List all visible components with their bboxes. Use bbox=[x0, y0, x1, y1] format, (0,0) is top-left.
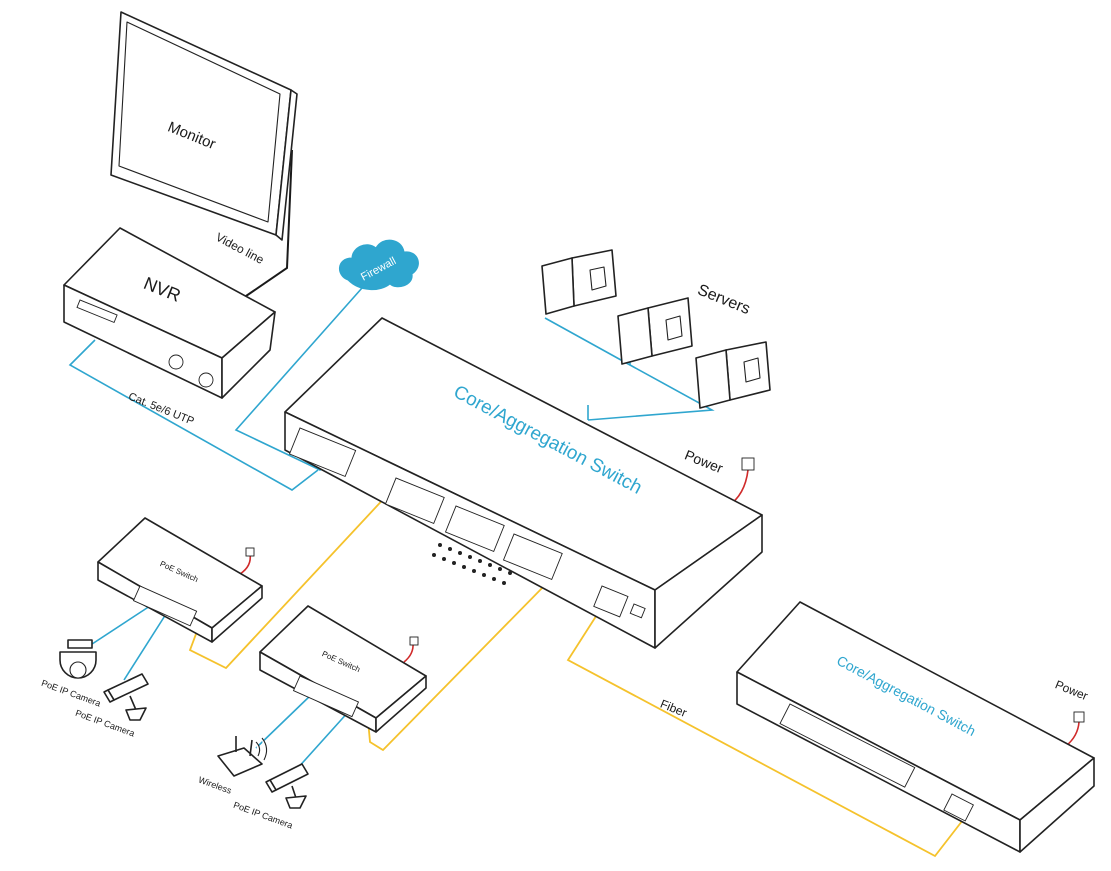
camera-1-cable bbox=[85, 605, 151, 649]
poe-switch-1-uplink bbox=[188, 491, 391, 670]
server-3 bbox=[695, 341, 771, 409]
power-cord-poe-1 bbox=[239, 553, 252, 575]
nvr-disk-slot bbox=[76, 299, 118, 323]
core-switch-second-uplink-ports bbox=[943, 793, 974, 822]
poe-switch-2-uplink bbox=[367, 581, 549, 752]
power-cord-poe-2 bbox=[403, 642, 414, 663]
server-1 bbox=[541, 249, 617, 315]
power-cord-second bbox=[1065, 721, 1080, 747]
poe-switch-1-ports bbox=[132, 585, 198, 627]
poe-bullet-camera-2 bbox=[265, 763, 309, 809]
power-outlet-main bbox=[741, 457, 755, 471]
video-line-label: Video line bbox=[213, 230, 266, 267]
core-switch-sfp-ports bbox=[288, 427, 357, 478]
power-second-label: Power bbox=[1053, 677, 1090, 703]
poe-ip-camera-1-label: PoE IP Camera bbox=[40, 678, 102, 709]
wireless-cable bbox=[255, 693, 313, 749]
nvr-utp-cable bbox=[68, 339, 319, 491]
poe-bullet-camera-1 bbox=[103, 673, 149, 721]
cat-utp-label: Cat. 5e/6 UTP bbox=[127, 391, 196, 428]
fiber-cable bbox=[566, 609, 967, 858]
core-switch-ports-group-2 bbox=[444, 505, 505, 553]
core-switch-ports-group-1 bbox=[384, 477, 445, 525]
poe-switch-2-power-outlet bbox=[409, 636, 419, 646]
poe-switch-2: PoE Switch bbox=[259, 605, 427, 733]
nvr-device: NVR bbox=[63, 227, 276, 399]
camera-3-cable bbox=[295, 709, 351, 771]
core-switch-ports-group-3 bbox=[502, 533, 563, 581]
servers-label: Servers bbox=[695, 282, 752, 318]
power-main-label: Power bbox=[682, 447, 725, 477]
firewall-cloud: Firewall bbox=[339, 239, 419, 290]
poe-switch-2-ports bbox=[292, 675, 360, 718]
poe-switch-1: PoE Switch bbox=[97, 517, 263, 643]
video-line-cable bbox=[245, 149, 293, 297]
server-2 bbox=[617, 297, 693, 365]
servers-utp-cable bbox=[544, 317, 715, 421]
camera-2-cable bbox=[123, 613, 167, 681]
power-outlet-second bbox=[1073, 711, 1085, 723]
nvr-knob bbox=[168, 354, 184, 370]
core-switch-uplink-ports bbox=[593, 585, 646, 619]
core-switch-second-ports bbox=[779, 703, 916, 788]
core-switch-second: Core/Aggregation Switch bbox=[736, 601, 1095, 853]
switch-vent-dots bbox=[432, 543, 512, 585]
core-switch-main: Core/Aggregation Switch bbox=[284, 317, 763, 649]
poe-dome-camera bbox=[59, 639, 97, 679]
monitor-device: Monitor bbox=[110, 11, 298, 241]
poe-switch-1-power-outlet bbox=[245, 547, 255, 557]
wireless-label: Wireless bbox=[197, 775, 233, 796]
poe-ip-camera-3-label: PoE IP Camera bbox=[232, 800, 294, 831]
nvr-power-knob bbox=[198, 372, 214, 388]
wireless-access-point bbox=[217, 736, 268, 777]
